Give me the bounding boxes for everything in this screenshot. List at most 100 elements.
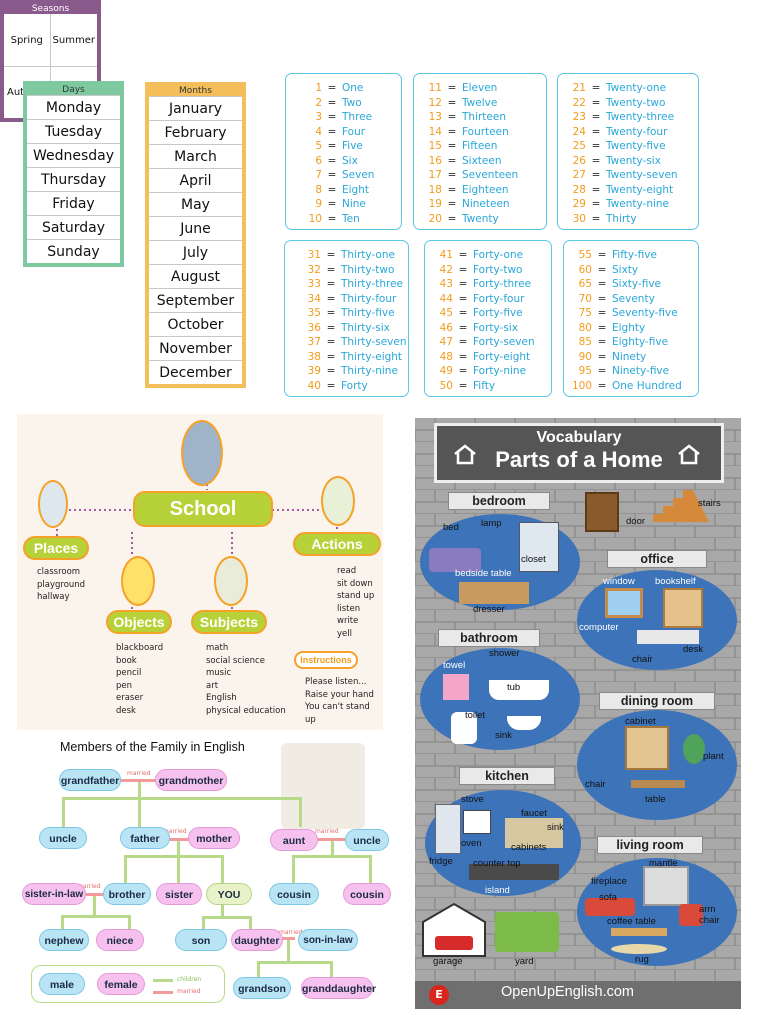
days-header: Days [62, 85, 85, 95]
uncle-node: uncle [39, 827, 87, 849]
month-item: June [149, 216, 242, 240]
bookshelf-illustration [663, 588, 703, 628]
number-row: 27=Twenty-seven [558, 168, 698, 183]
number-digit: 23 [572, 111, 586, 123]
number-word: Seventeen [462, 169, 519, 181]
objects-label: Objects [106, 610, 172, 634]
granddaughter-node: granddaughter [301, 977, 376, 999]
towel-illustration [443, 674, 469, 700]
equals-sign: = [597, 350, 607, 363]
number-row: 3=Three [286, 110, 401, 125]
number-row: 22=Twenty-two [558, 96, 698, 111]
equals-sign: = [447, 169, 457, 181]
list-item: physical education [206, 705, 286, 716]
number-word: Ninety-five [612, 365, 670, 377]
equals-sign: = [458, 379, 468, 392]
kitchen-label: kitchen [459, 767, 555, 785]
number-digit: 8 [315, 183, 322, 196]
bathroom-label: bathroom [438, 629, 540, 647]
number-digit: 100 [571, 379, 592, 392]
school-children-photo [181, 420, 223, 486]
equals-sign: = [326, 278, 336, 290]
list-item: sit down [337, 578, 373, 589]
number-row: 30=Thirty [558, 212, 698, 227]
office-desk-illustration [637, 630, 699, 644]
equals-sign: = [597, 379, 607, 392]
number-digit: 29 [572, 198, 586, 210]
month-item: January [149, 96, 242, 120]
equals-sign: = [591, 125, 601, 138]
cabinets-label: cabinets [511, 842, 547, 853]
day-item: Monday [27, 95, 120, 119]
number-row: 43=Forty-three [425, 277, 551, 292]
equals-sign: = [327, 111, 337, 123]
number-word: Twenty-eight [606, 183, 674, 196]
number-word: Sixty [612, 263, 639, 276]
list-item: social science [206, 655, 265, 666]
number-digit: 50 [439, 379, 453, 392]
equals-sign: = [591, 96, 601, 109]
rug-label: rug [635, 954, 649, 965]
office-window-illustration [605, 588, 643, 618]
number-row: 10=Ten [286, 212, 401, 227]
married-label: married [279, 929, 303, 936]
equals-sign: = [327, 154, 337, 167]
dining-table-illustration [631, 780, 685, 788]
living-room-label: living room [597, 836, 703, 854]
number-row: 41=Forty-one [425, 248, 551, 263]
months-header: Months [179, 86, 212, 96]
garage-label: garage [433, 956, 463, 967]
list-item: music [206, 668, 232, 678]
number-word: Eighteen [462, 183, 509, 196]
equals-sign: = [327, 140, 337, 152]
armchair-illustration [679, 904, 703, 926]
equals-sign: = [591, 111, 601, 123]
number-word: Seven [342, 169, 375, 181]
number-row: 2=Two [286, 96, 401, 111]
number-row: 34=Thirty-four [285, 292, 408, 307]
number-digit: 38 [307, 350, 321, 363]
number-row: 85=Eighty-five [564, 335, 698, 350]
number-digit: 14 [428, 125, 442, 138]
number-row: 24=Twenty-four [558, 125, 698, 140]
married-label: married [127, 770, 151, 777]
season-spring: Spring [4, 14, 51, 66]
number-row: 95=Ninety-five [564, 364, 698, 379]
number-digit: 16 [428, 154, 442, 167]
number-word: Eighty [612, 321, 646, 334]
equals-sign: = [326, 307, 336, 319]
list-item: pencil [116, 668, 142, 678]
number-digit: 26 [572, 154, 586, 167]
equals-sign: = [458, 249, 468, 261]
subjects-photo [214, 556, 248, 606]
lamp-label: lamp [481, 518, 502, 529]
list-item: English [206, 693, 237, 703]
list-item: book [116, 655, 137, 666]
fireplace-illustration [643, 866, 689, 906]
number-row: 20=Twenty [414, 212, 546, 227]
equals-sign: = [458, 307, 468, 319]
equals-sign: = [447, 111, 457, 123]
married-label: married [163, 828, 187, 835]
number-digit: 36 [307, 321, 321, 334]
fireplace-label: fireplace [591, 876, 627, 887]
number-word: Twenty-six [606, 154, 661, 167]
number-word: Twenty-four [606, 125, 668, 138]
oven-label: oven [461, 838, 482, 849]
list-item: Please listen... [305, 677, 367, 687]
day-item: Friday [27, 191, 120, 215]
list-item: math [206, 643, 229, 653]
table-label: table [645, 794, 666, 805]
number-row: 45=Forty-five [425, 306, 551, 321]
number-row: 14=Fourteen [414, 125, 546, 140]
number-word: Forty-six [473, 321, 518, 334]
number-digit: 41 [439, 249, 453, 261]
number-word: Three [342, 111, 373, 123]
month-item: October [149, 312, 242, 336]
equals-sign: = [327, 198, 337, 210]
number-digit: 42 [439, 263, 453, 276]
month-item: March [149, 144, 242, 168]
